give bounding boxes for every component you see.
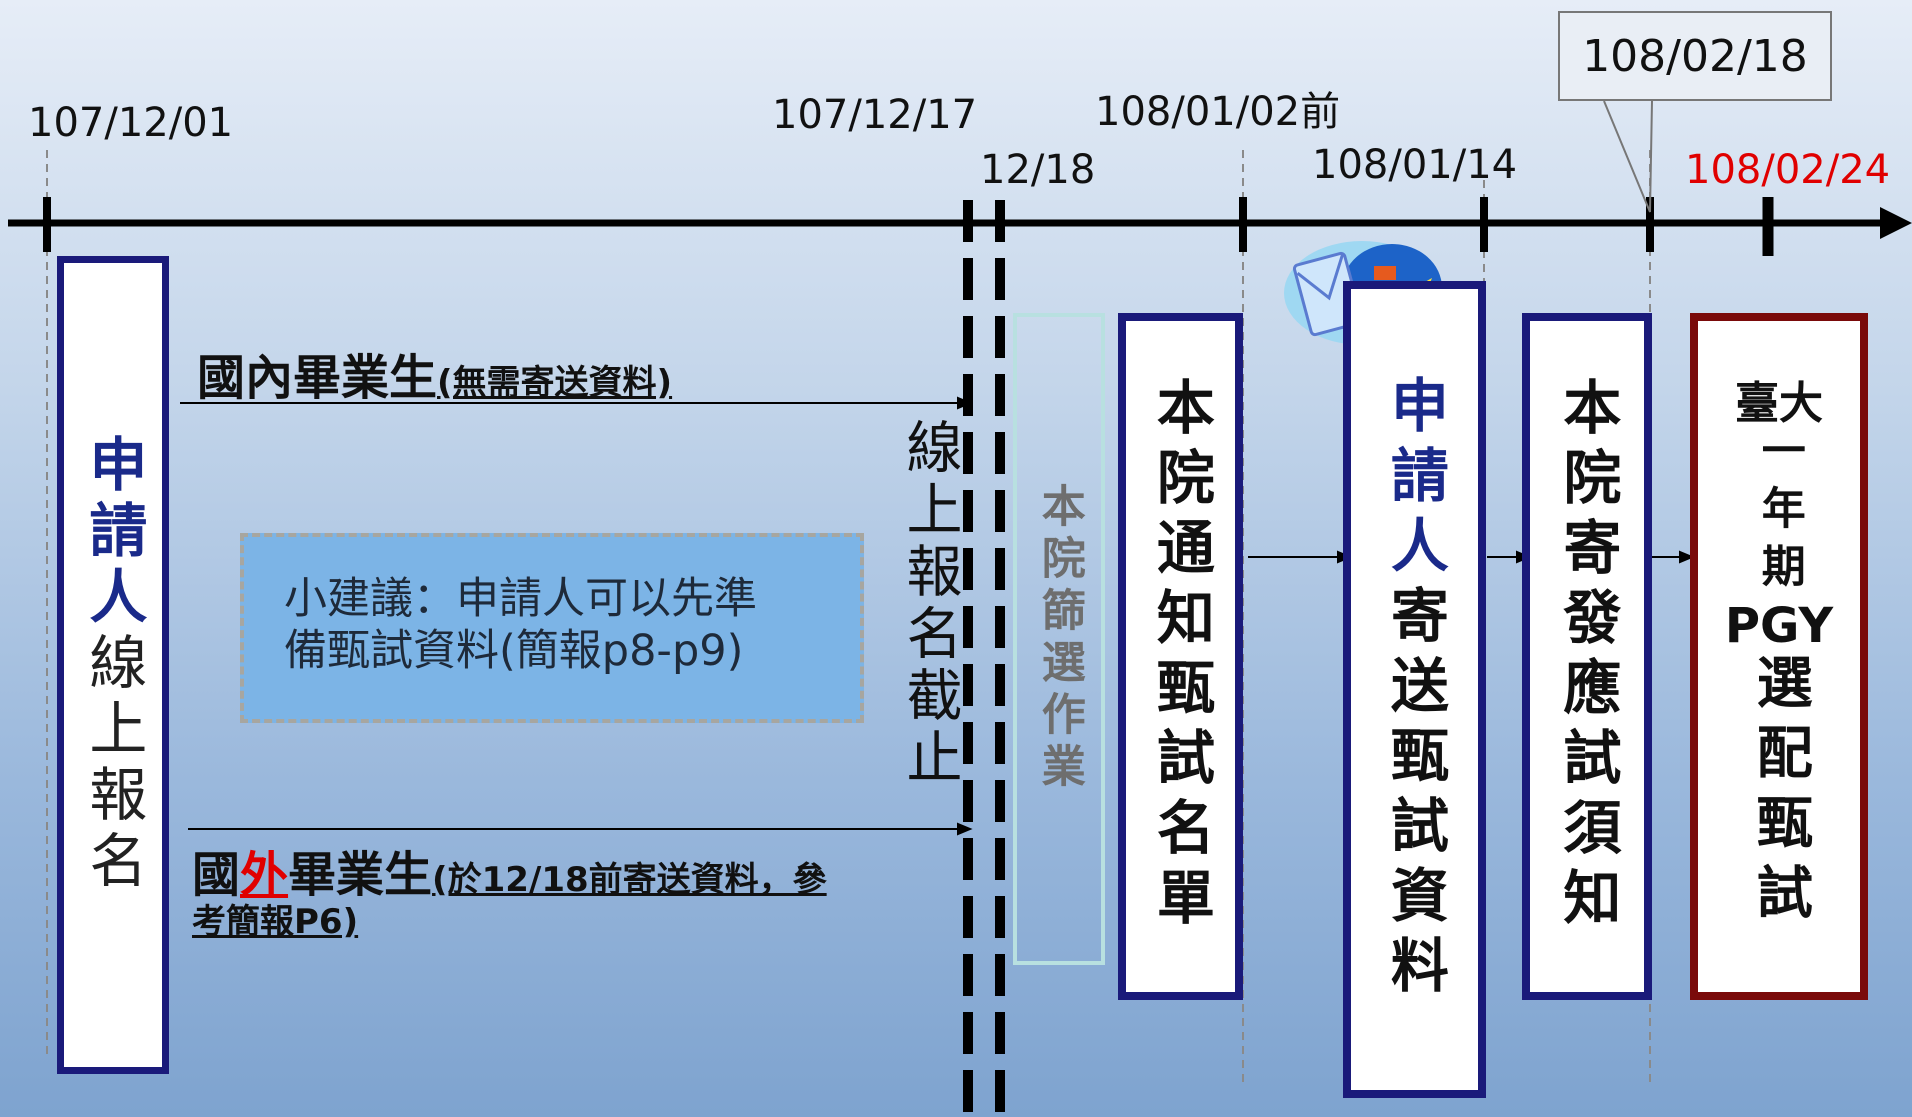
pgy-label-2: 一年期 (1753, 427, 1805, 602)
foreign-note: (於12/18前寄送資料，參 (432, 860, 827, 900)
applicant-register-box: 申請人 線上報名 (57, 256, 169, 1074)
date-label-send: 108/01/14 (1312, 142, 1518, 188)
foreign-title-red: 外 (240, 847, 289, 903)
date-label-screening: 12/18 (980, 147, 1096, 193)
pgy-label-1: 臺大 (1735, 377, 1823, 429)
pgy-label-3: PGY (1724, 598, 1834, 655)
exam-notice-label: 本院寄發應試須知 (1553, 376, 1622, 937)
timeline-arrowhead (1880, 207, 1912, 239)
tip-box: 小建議：申請人可以先準 備甄試資料(簡報p8-p9) (240, 533, 864, 723)
date-label-exam: 108/02/24 (1685, 147, 1891, 193)
foreign-graduates-label: 國外畢業生(於12/18前寄送資料，參 考簡報P6) (192, 847, 827, 943)
tip-line-1: 小建議：申請人可以先準 (284, 574, 757, 624)
screening-box: 本院篩選作業 (1013, 313, 1105, 965)
foreign-title-pre: 國 (192, 847, 241, 903)
date-callout: 108/02/18 (1558, 11, 1832, 101)
applicant-label: 申請人 (79, 434, 148, 632)
register-label: 線上報名 (79, 632, 148, 896)
registration-deadline-label: 線上報名截止 (897, 418, 962, 790)
date-label-deadline: 107/12/17 (772, 92, 978, 138)
foreign-note-2: 考簡報P6) (192, 902, 359, 943)
notify-list-box: 本院通知甄試名單 (1118, 313, 1243, 1000)
screening-label: 本院篩選作業 (1033, 483, 1085, 795)
applicant-send-label-1: 申請人 (1380, 374, 1449, 585)
date-label-notify: 108/01/02前 (1095, 89, 1341, 135)
date-label-start: 107/12/01 (28, 100, 234, 146)
tip-line-2: 備甄試資料(簡報p8-p9) (284, 626, 744, 677)
applicant-send-label-2: 寄送甄試資料 (1380, 584, 1449, 1005)
pgy-label-4: 選配甄試 (1747, 653, 1813, 934)
exam-notice-box: 本院寄發應試須知 (1522, 313, 1652, 1000)
domestic-title: 國內畢業生 (197, 350, 438, 406)
domestic-note: (無需寄送資料) (437, 363, 673, 403)
foreign-title-post: 畢業生 (288, 847, 433, 903)
domestic-graduates-label: 國內畢業生(無需寄送資料) (197, 338, 672, 408)
notify-label: 本院通知甄試名單 (1146, 376, 1215, 937)
pgy-exam-box: 臺大 一年期 PGY 選配甄試 (1690, 313, 1868, 1000)
applicant-send-box: 申請人 寄送甄試資料 (1343, 281, 1486, 1098)
